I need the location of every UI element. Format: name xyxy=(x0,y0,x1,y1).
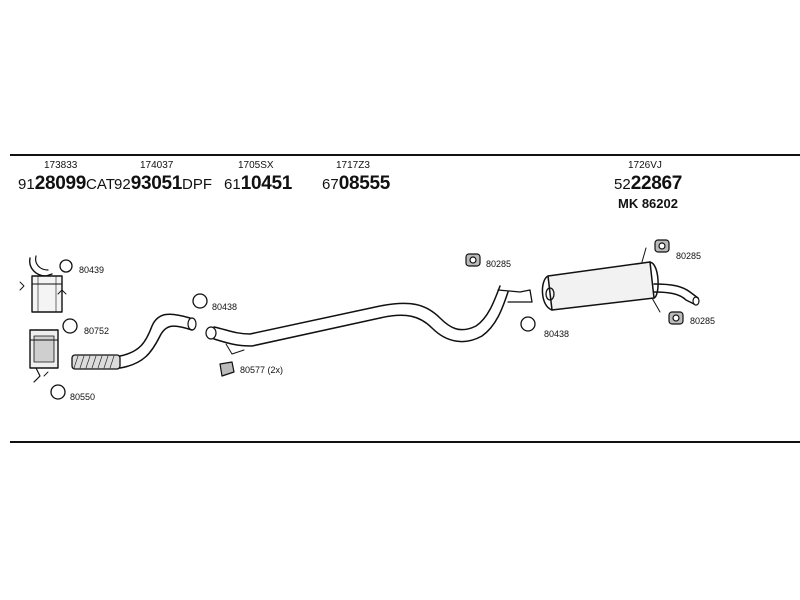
part-ref-1: 173833 xyxy=(44,160,78,171)
part-prefix-1: 91 xyxy=(18,176,35,193)
gasket-80577 xyxy=(219,361,235,377)
clamp-80438-a xyxy=(192,293,208,309)
part-prefix-5: 52 xyxy=(614,176,631,193)
part-ref-2: 174037 xyxy=(140,160,174,171)
part-code-5: 22867 xyxy=(630,173,683,194)
part-suffix-1: CAT xyxy=(86,176,115,193)
callout-80285-c: 80285 xyxy=(690,316,716,326)
part-number-5: 5222867 xyxy=(614,173,683,194)
clamp-80550 xyxy=(50,384,66,400)
part-code-3: 10451 xyxy=(240,173,293,194)
callout-80438-b: 80438 xyxy=(544,329,570,339)
front-pipe xyxy=(71,313,197,370)
callout-80550: 80550 xyxy=(70,392,96,402)
callout-80285-b: 80285 xyxy=(676,251,702,261)
part-prefix-3: 61 xyxy=(224,176,241,193)
part-code-1: 28099 xyxy=(34,173,87,194)
mount-80285-a xyxy=(465,253,481,267)
part-extra-5: MK 86202 xyxy=(618,196,678,211)
part-prefix-4: 67 xyxy=(322,176,339,193)
part-number-1: 9128099CAT xyxy=(18,173,115,194)
part-code-4: 08555 xyxy=(338,173,391,194)
part-suffix-2: DPF xyxy=(182,176,213,193)
part-code-2: 93051 xyxy=(130,173,183,194)
mount-80285-c xyxy=(668,311,684,325)
callout-80752: 80752 xyxy=(84,326,110,336)
callout-80438-a: 80438 xyxy=(212,302,238,312)
catalytic-converter xyxy=(19,255,67,313)
bottom-rule xyxy=(10,441,800,443)
callout-80577: 80577 (2x) xyxy=(240,365,284,375)
part-prefix-2: 92 xyxy=(114,176,131,193)
clamp-80439 xyxy=(59,259,73,273)
rear-silencer xyxy=(541,247,700,313)
part-number-4: 6708555 xyxy=(322,173,391,194)
part-number-3: 6110451 xyxy=(224,173,293,194)
callout-80439: 80439 xyxy=(79,265,105,275)
mount-80285-b xyxy=(654,239,670,253)
middle-pipe xyxy=(205,285,533,355)
diesel-particulate-filter xyxy=(29,329,59,383)
part-ref-5: 1726VJ xyxy=(628,160,662,171)
clamp-80752 xyxy=(62,318,78,334)
part-ref-3: 1705SX xyxy=(238,160,274,171)
callout-80285-a: 80285 xyxy=(486,259,512,269)
top-rule xyxy=(10,154,800,156)
clamp-80438-b xyxy=(520,316,536,332)
part-ref-4: 1717Z3 xyxy=(336,160,370,171)
part-number-2: 9293051DPF xyxy=(114,173,213,194)
